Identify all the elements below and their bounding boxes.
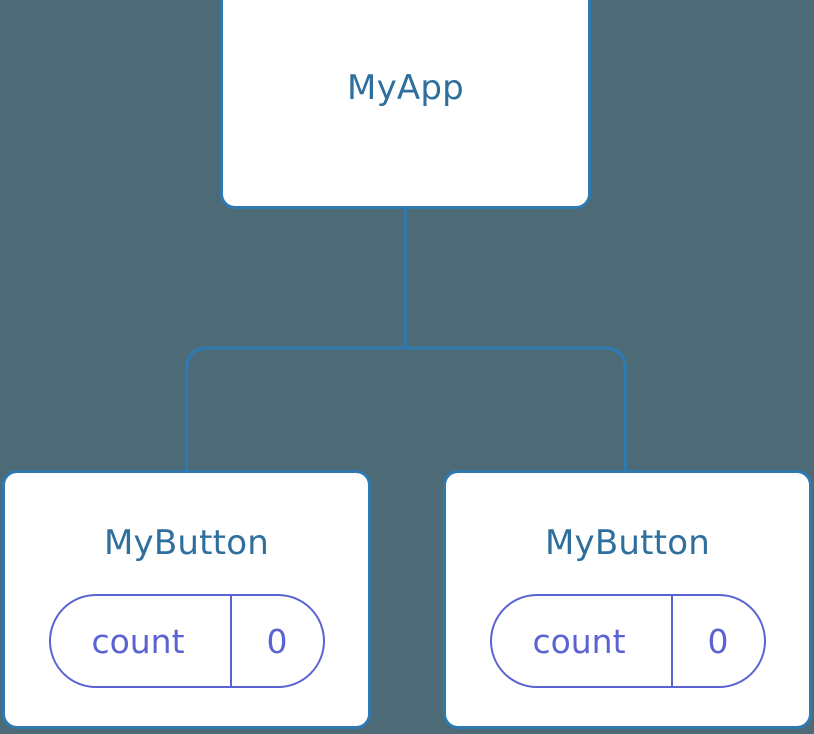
connector-child-branches bbox=[184, 346, 628, 470]
node-child-mybutton-2[interactable]: MyButton count 0 bbox=[443, 470, 812, 729]
state-pill-key: count bbox=[91, 621, 185, 661]
state-pill-count[interactable]: count 0 bbox=[48, 594, 325, 688]
node-root-title: MyApp bbox=[347, 67, 464, 108]
node-child-title: MyButton bbox=[545, 523, 710, 563]
state-pill-value: 0 bbox=[670, 596, 764, 686]
node-child-mybutton-1[interactable]: MyButton count 0 bbox=[2, 470, 371, 729]
state-pill-count[interactable]: count 0 bbox=[489, 594, 766, 688]
state-pill-key: count bbox=[532, 621, 626, 661]
state-pill-value: 0 bbox=[229, 596, 323, 686]
node-child-title: MyButton bbox=[104, 523, 269, 563]
node-root-myapp[interactable]: MyApp bbox=[220, 0, 591, 209]
